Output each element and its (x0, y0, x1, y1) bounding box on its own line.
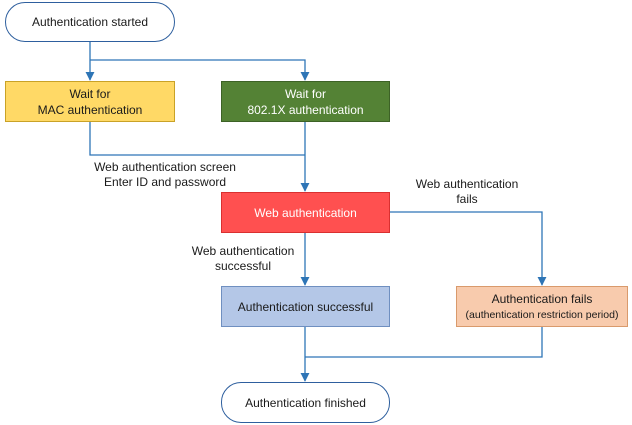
successful-label-line1: Web authentication (191, 244, 295, 258)
start-label: Authentication started (31, 15, 149, 29)
fail-line1: Authentication fails (491, 291, 593, 306)
fails-label-line1: Web authentication (415, 177, 519, 191)
dot1x-auth-line1: Wait for (285, 86, 326, 101)
mac-auth-line2: MAC authentication (37, 102, 143, 117)
mac-auth-line1: Wait for (69, 86, 111, 101)
screen-label: Web authentication screen Enter ID and p… (85, 160, 245, 190)
web-auth-label: Web authentication (254, 205, 357, 220)
screen-label-line1: Web authentication screen (94, 160, 236, 174)
arrow-fail-to-finish (305, 327, 543, 358)
start-node: Authentication started (5, 2, 175, 42)
fail-line2: (authentication restriction period) (465, 308, 619, 321)
successful-label-line2: successful (214, 259, 272, 273)
arrow-start-to-8021x (90, 59, 310, 81)
fail-node: Authentication fails (authentication res… (456, 286, 628, 327)
dot1x-auth-node: Wait for 802.1X authentication (221, 81, 390, 122)
mac-auth-node: Wait for MAC authentication (5, 81, 175, 122)
fails-label-line2: fails (456, 192, 478, 206)
fails-label: Web authentication fails (402, 177, 532, 207)
arrow-webauth-to-fail (390, 211, 547, 286)
arrow-mac-to-webauth (89, 122, 305, 156)
dot1x-auth-line2: 802.1X authentication (247, 102, 364, 117)
success-label: Authentication successful (237, 299, 374, 314)
finish-node: Authentication finished (221, 382, 390, 423)
screen-label-line2: Enter ID and password (103, 175, 227, 189)
successful-label: Web authentication successful (178, 244, 308, 274)
success-node: Authentication successful (221, 286, 390, 327)
finish-label: Authentication finished (245, 395, 366, 410)
web-auth-node: Web authentication (221, 192, 390, 233)
